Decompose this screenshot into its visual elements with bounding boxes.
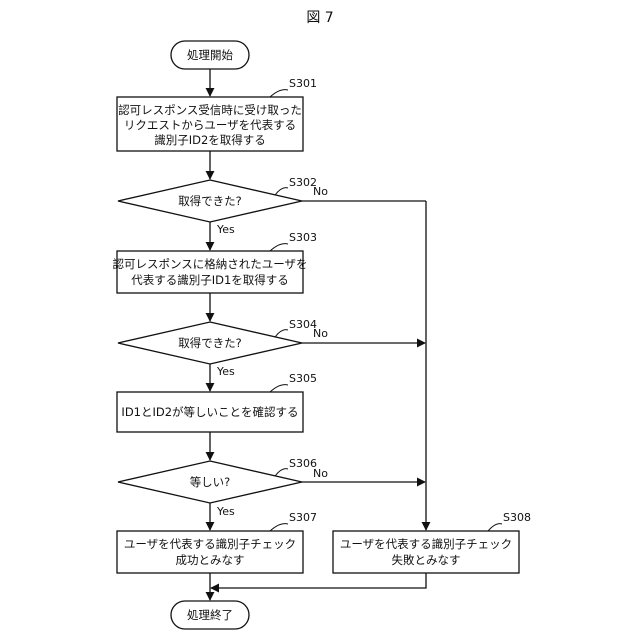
s301-line-2: リクエストからユーザを代表する bbox=[124, 118, 296, 132]
s305-line-1: ID1とID2が等しいことを確認する bbox=[121, 405, 298, 419]
s301-leader-line bbox=[270, 90, 288, 97]
s306-question: 等しい? bbox=[190, 475, 231, 489]
s308-line-1: ユーザを代表する識別子チェック bbox=[340, 537, 512, 551]
s301-line-1: 認可レスポンス受信時に受け取った bbox=[118, 103, 302, 117]
s304-question: 取得できた? bbox=[178, 336, 242, 350]
s302-yes-label: Yes bbox=[216, 223, 235, 236]
s302-question: 取得できた? bbox=[178, 194, 242, 208]
s307-step-label: S307 bbox=[289, 511, 317, 524]
s302-no-label: No bbox=[313, 185, 328, 198]
s307-leader-line bbox=[270, 524, 288, 531]
s304-no-label: No bbox=[313, 327, 328, 340]
s302-leader-line bbox=[275, 188, 288, 195]
s306-leader-line bbox=[275, 469, 288, 476]
start-label: 処理開始 bbox=[187, 48, 233, 62]
s301-step-label: S301 bbox=[289, 77, 317, 90]
end-label: 処理終了 bbox=[187, 608, 233, 622]
s303-line-2: 代表する識別子ID1を取得する bbox=[131, 273, 289, 287]
s304-leader-line bbox=[275, 330, 288, 337]
s305-step-label: S305 bbox=[289, 372, 317, 385]
figure-label: 図 7 bbox=[306, 10, 333, 26]
s307-line-2: 成功とみなす bbox=[176, 553, 245, 567]
s304-yes-label: Yes bbox=[216, 365, 235, 378]
s307-line-1: ユーザを代表する識別子チェック bbox=[124, 537, 296, 551]
s306-no-label: No bbox=[313, 467, 328, 480]
connector-s308-end bbox=[211, 573, 426, 588]
s303-step-label: S303 bbox=[289, 231, 317, 244]
s301-line-3: 識別子ID2を取得する bbox=[154, 133, 266, 147]
s308-step-label: S308 bbox=[503, 511, 531, 524]
s303-line-1: 認可レスポンスに格納されたユーザを bbox=[112, 257, 307, 271]
s308-leader-line bbox=[488, 524, 502, 531]
s305-leader-line bbox=[270, 385, 288, 392]
s306-yes-label: Yes bbox=[216, 505, 235, 518]
s308-line-2: 失敗とみなす bbox=[392, 553, 461, 567]
s303-leader-line bbox=[270, 244, 288, 251]
